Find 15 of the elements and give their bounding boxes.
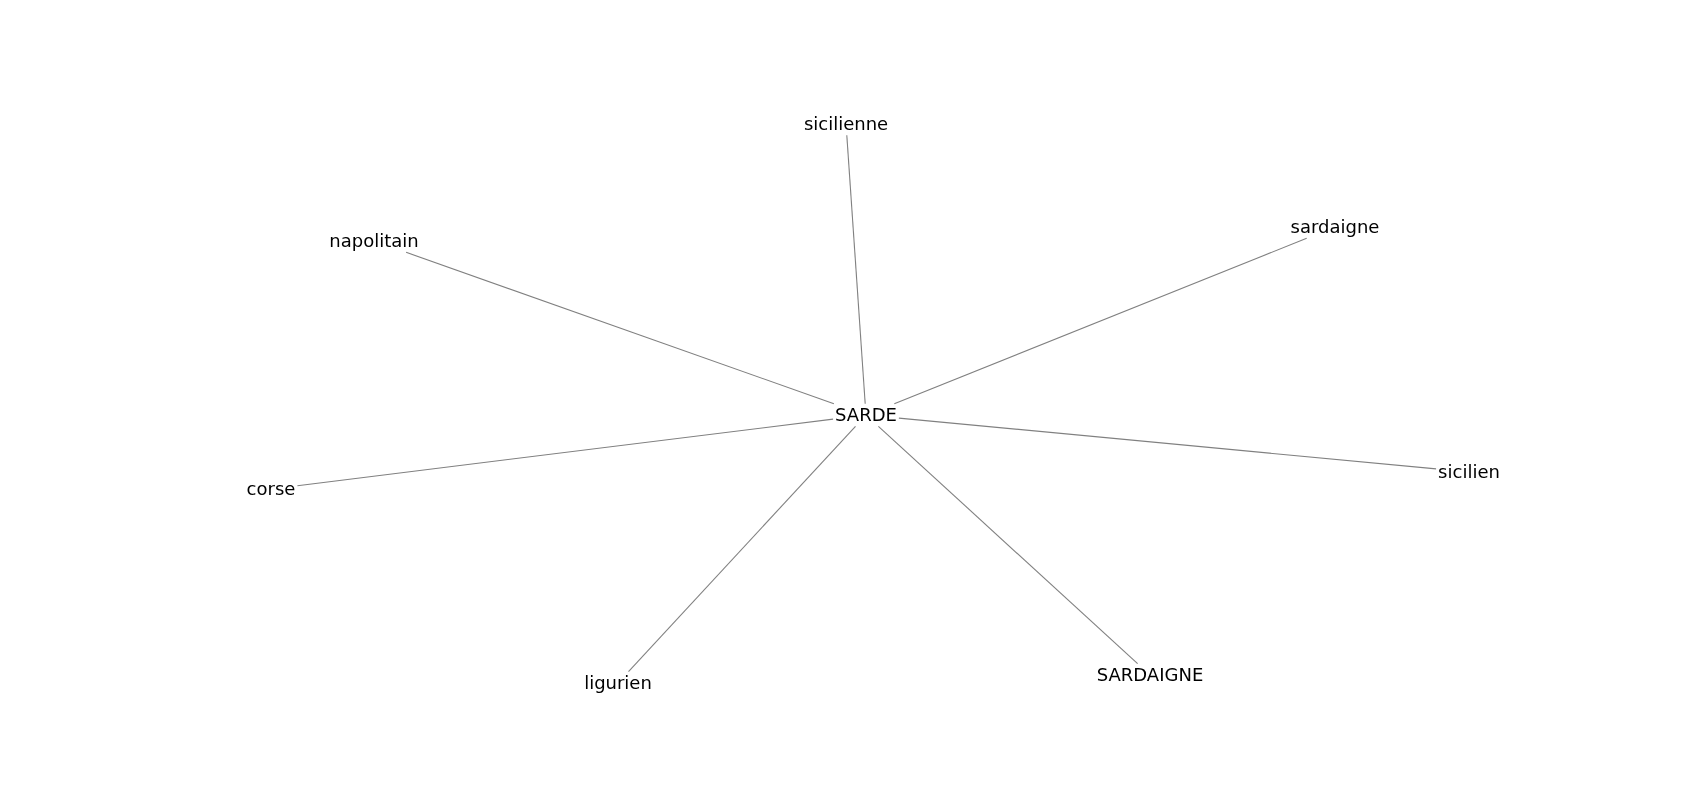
word-label: sardaigne [1288,215,1382,239]
word-label: napolitain [327,229,421,253]
word-label: ligurien [582,671,654,695]
connector-line [627,425,857,673]
word-label: sicilien [1436,460,1502,484]
connector-line [405,251,835,405]
word-label: SARDAIGNE [1094,663,1206,687]
connector-line [898,417,1437,470]
connector-line [846,134,866,405]
word-label: SARDE [833,403,899,427]
connector-line [877,425,1139,665]
connector-line [893,237,1308,405]
word-label: sicilienne [801,112,891,136]
connector-line [296,418,834,487]
word-label: corse [244,477,298,501]
